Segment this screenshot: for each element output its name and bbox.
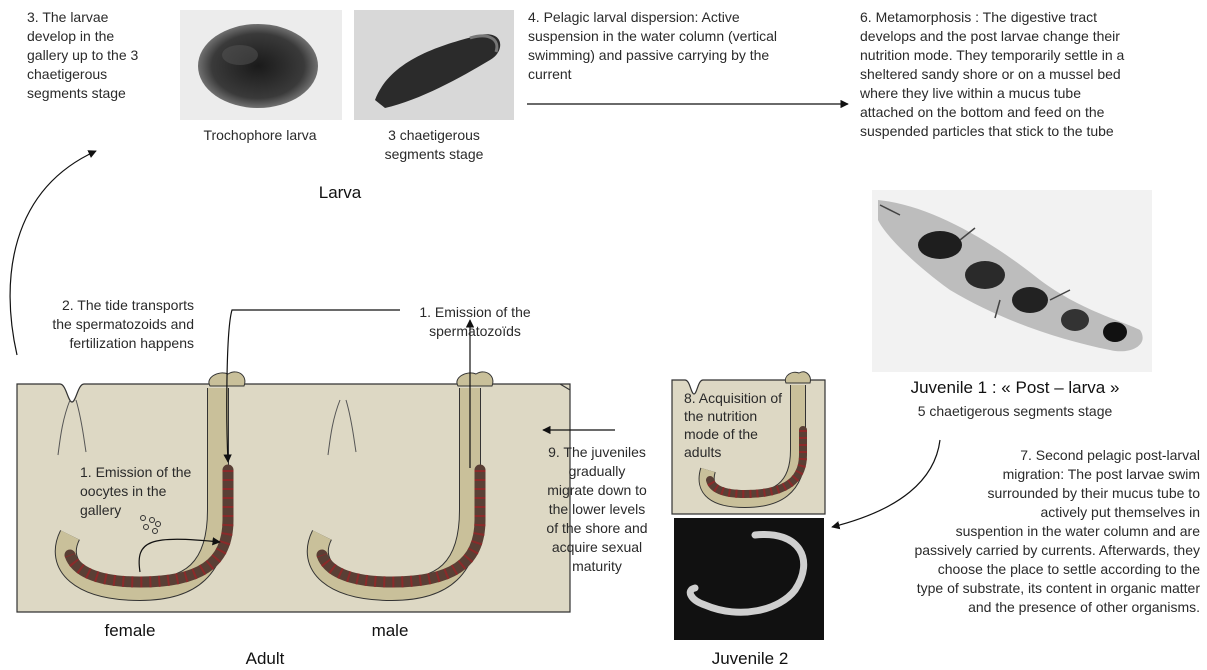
three-chaetigerous-larva-photo (354, 10, 514, 120)
three-chaetigerous-label: 3 chaetigerous segments stage (354, 126, 514, 164)
five-chaetigerous-label: 5 chaetigerous segments stage (850, 402, 1180, 421)
trochophore-label: Trochophore larva (180, 126, 340, 145)
step-1-oocytes-text: 1. Emission of the oocytes in the galler… (80, 463, 220, 520)
adult-label: Adult (215, 649, 315, 669)
trochophore-larva-photo (180, 10, 342, 120)
female-label: female (80, 621, 180, 641)
juvenile-2-label: Juvenile 2 (660, 649, 840, 669)
step-3-text: 3. The larvae develop in the gallery up … (27, 8, 167, 103)
juvenile-2-photo (674, 518, 824, 640)
step-2-text: 2. The tide transports the spermatozoids… (18, 296, 194, 353)
larva-label: Larva (290, 183, 390, 203)
step-7-text: 7. Second pelagic post-larval migration:… (840, 446, 1200, 617)
step-9-text: 9. The juveniles gradually migrate down … (528, 443, 666, 576)
male-label: male (340, 621, 440, 641)
juvenile-1-label: Juvenile 1 : « Post – larva » (850, 378, 1180, 398)
post-larva-photo (872, 190, 1152, 372)
step-8-text: 8. Acquisition of the nutrition mode of … (684, 389, 814, 461)
step-4-text: 4. Pelagic larval dispersion: Active sus… (528, 8, 828, 84)
step-6-text: 6. Metamorphosis : The digestive tract d… (860, 8, 1200, 141)
step-1-sperm-text: 1. Emission of the spermatozoïds (395, 303, 555, 341)
